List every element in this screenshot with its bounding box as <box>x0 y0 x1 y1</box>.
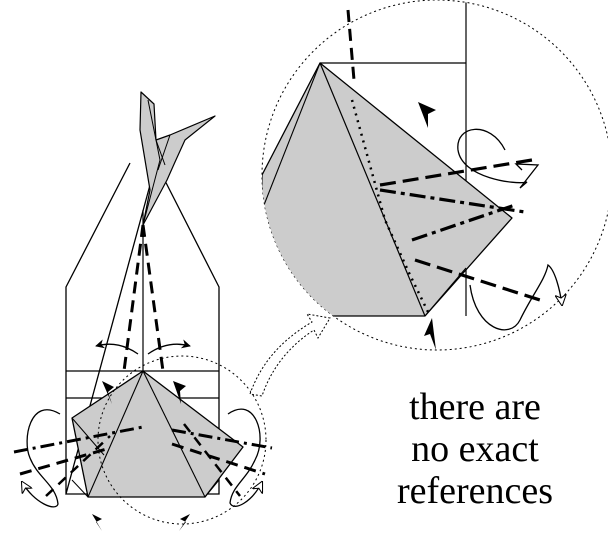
main-model <box>13 91 273 531</box>
caption-note: there are no exact references <box>360 386 590 512</box>
magnify-callout-arrow <box>249 313 331 397</box>
fold-line-left-1 <box>13 425 144 454</box>
magnify-source-circle <box>97 355 267 525</box>
valley-fold-right <box>141 224 165 372</box>
fold-line-left-3 <box>45 435 111 497</box>
zoom-rotate-arrow-upper <box>457 128 540 189</box>
zoom-fold-top <box>346 9 356 81</box>
push-arrow-upper-right <box>173 381 186 404</box>
grey-body <box>71 370 244 498</box>
zoom-push-arrow-bottom <box>424 318 436 350</box>
push-arrow-bottom-left <box>92 514 102 531</box>
rotate-arrow-right <box>227 408 262 507</box>
x-ray-line <box>350 99 432 317</box>
zoom-push-arrow-top <box>418 102 436 128</box>
swing-arrow-left <box>95 339 139 355</box>
push-arrow-bottom-right <box>179 514 190 531</box>
fold-line-left-2 <box>19 446 111 476</box>
fold-line-right-1 <box>171 428 273 450</box>
fold-line-right-3 <box>183 423 241 497</box>
model-outline <box>65 161 220 495</box>
valley-fold-left <box>122 224 145 372</box>
rotate-arrow-left <box>22 409 61 508</box>
zoom-detail <box>261 0 608 351</box>
swing-arrow-right <box>147 339 191 355</box>
push-arrow-upper-left <box>102 381 114 404</box>
caption-line-1: there are <box>409 386 541 428</box>
top-flap <box>139 91 216 226</box>
zoom-fold-1 <box>379 158 533 187</box>
caption-line-3: references <box>396 470 554 512</box>
zoom-rotate-arrow-lower <box>469 263 562 331</box>
zoom-fold-3 <box>411 203 516 242</box>
caption-line-2: no exact <box>411 428 539 470</box>
